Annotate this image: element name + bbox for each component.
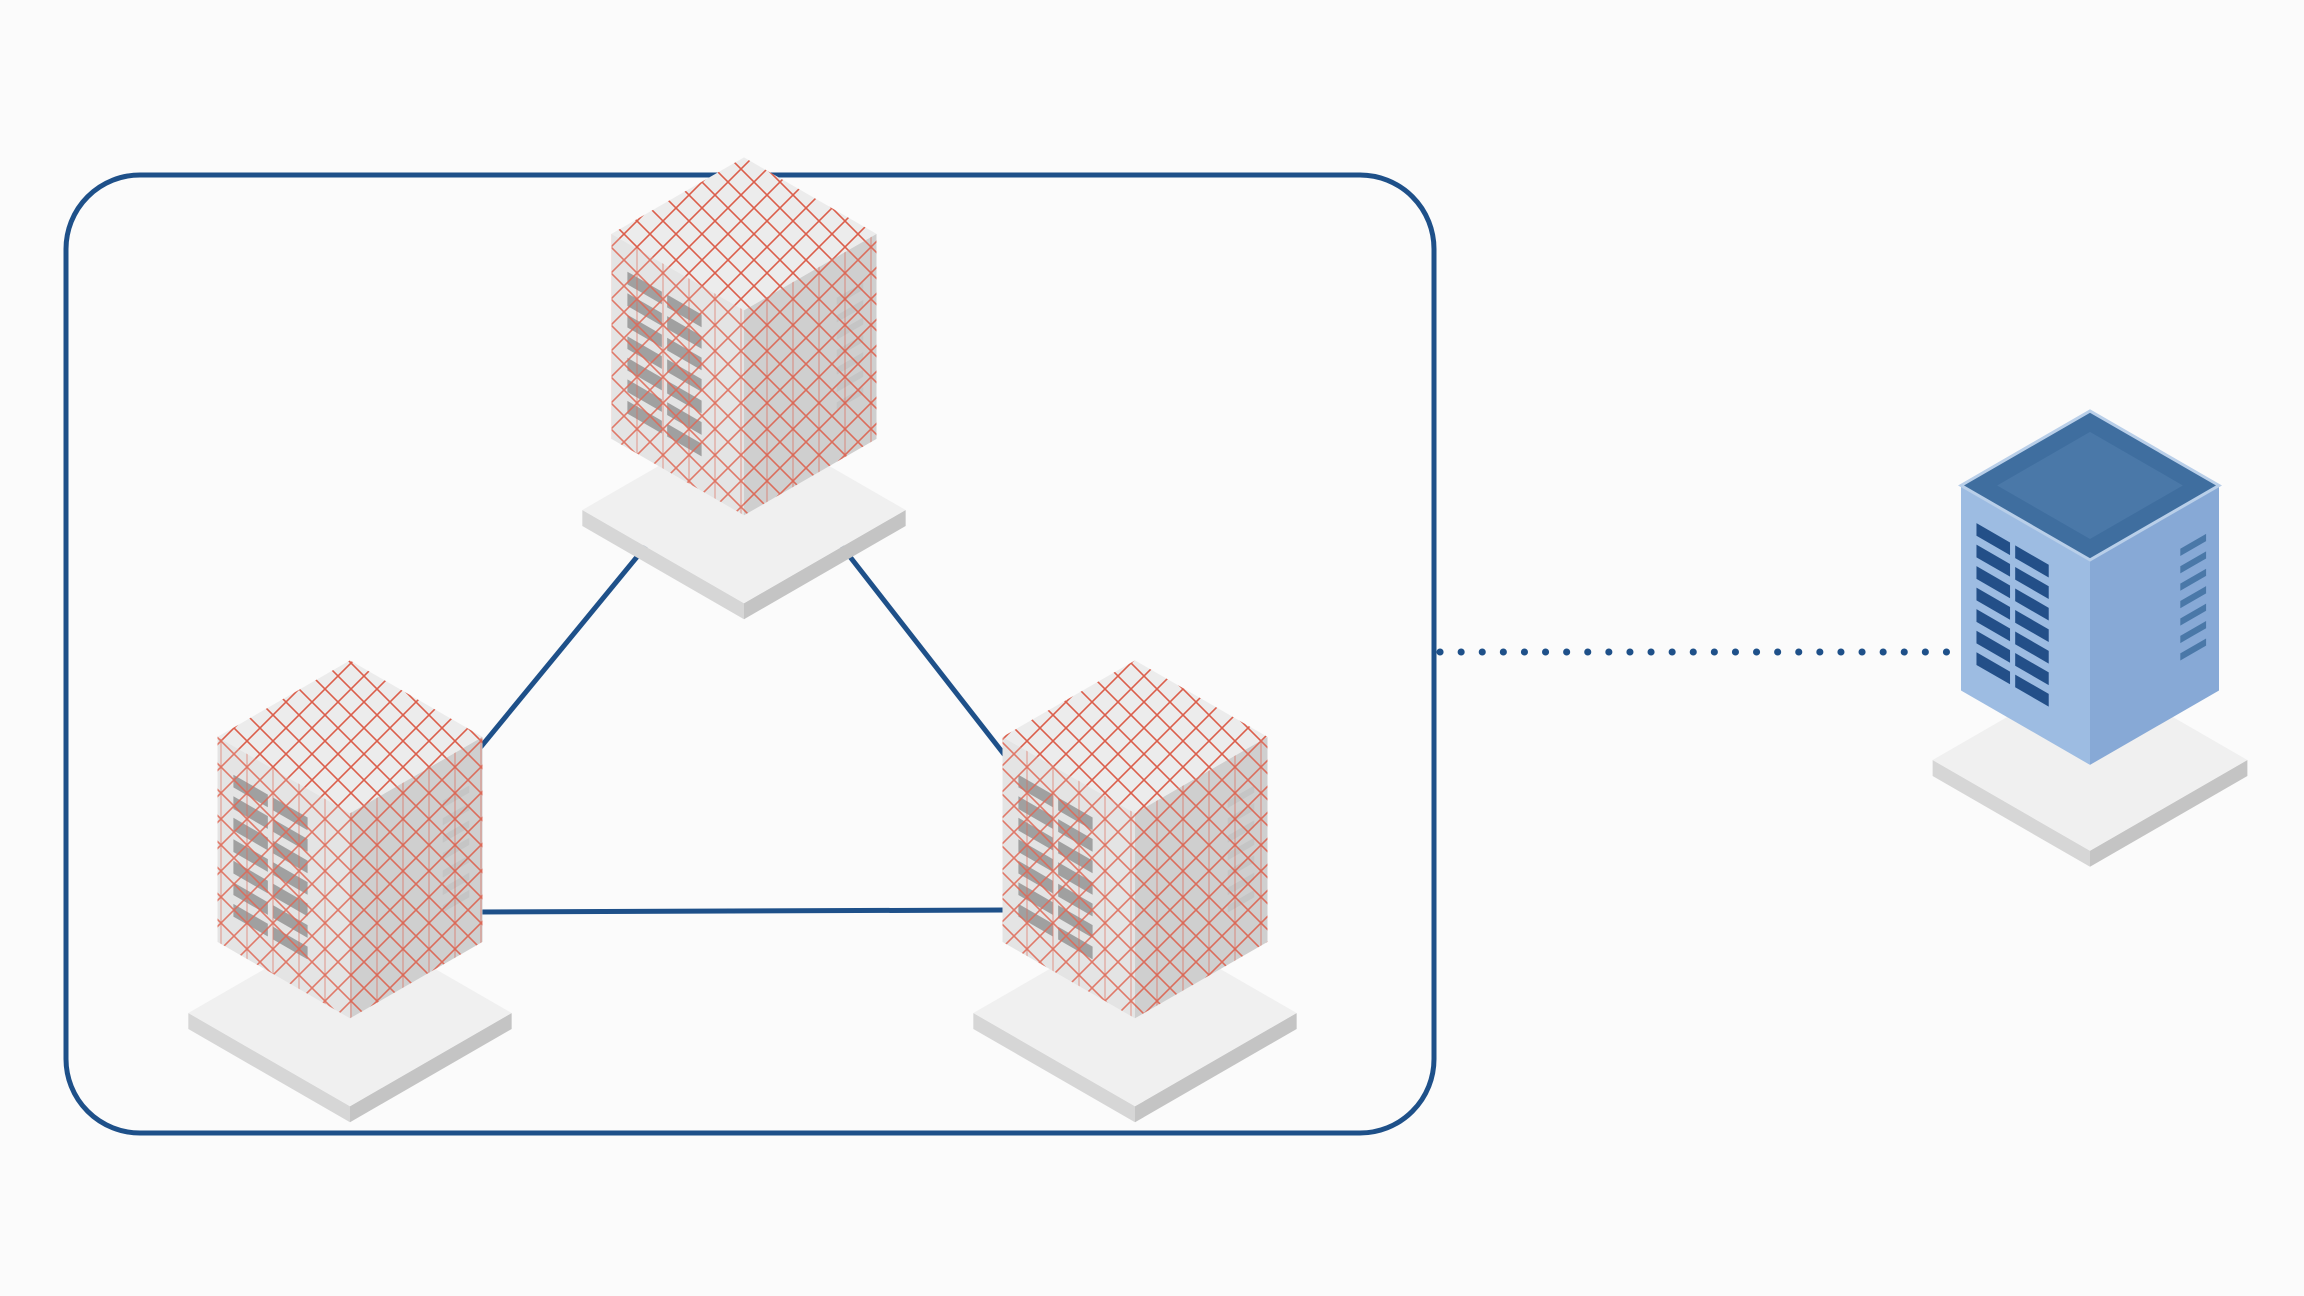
server-right[interactable] xyxy=(973,660,1297,1123)
window xyxy=(1976,587,2011,620)
building-right-face xyxy=(2090,485,2219,765)
hatch-left-vertical xyxy=(611,233,744,516)
window xyxy=(1976,523,2011,556)
vent xyxy=(2180,638,2207,661)
window xyxy=(1976,609,2011,642)
hatch-right-vertical xyxy=(1135,736,1268,1019)
roof-rim xyxy=(1957,409,2223,562)
wash-right xyxy=(350,736,483,1019)
server-left[interactable] xyxy=(188,660,512,1123)
hatch-right-vertical xyxy=(350,736,483,1019)
vent xyxy=(2180,621,2207,644)
window xyxy=(2015,588,2049,621)
base-right-side xyxy=(2090,760,2248,867)
base-right-side xyxy=(350,1013,512,1123)
server-external[interactable] xyxy=(1932,409,2248,867)
window xyxy=(1976,630,2011,663)
wash-right xyxy=(744,233,877,516)
building-roof xyxy=(1997,431,2183,540)
window xyxy=(2015,545,2049,578)
hatch-right-vertical xyxy=(744,233,877,516)
hatch-left-vertical xyxy=(1002,736,1135,1019)
window xyxy=(2015,631,2049,664)
wash-left xyxy=(1002,736,1135,1019)
vent xyxy=(2180,551,2207,574)
base-left-side xyxy=(973,1013,1135,1123)
hatch-top xyxy=(611,157,877,311)
base-left-side xyxy=(188,1013,350,1123)
link-top-right xyxy=(831,533,1030,787)
window xyxy=(1976,652,2011,685)
base-right-side xyxy=(744,510,906,620)
vent xyxy=(2180,533,2207,556)
base-left-side xyxy=(582,510,744,620)
window xyxy=(2015,566,2049,600)
wash-left xyxy=(217,736,350,1019)
window xyxy=(2015,653,2049,686)
vent xyxy=(2180,586,2207,609)
window xyxy=(2015,674,2049,707)
window xyxy=(2015,609,2049,643)
wash-left xyxy=(611,233,744,516)
base-right-side xyxy=(1135,1013,1297,1123)
window xyxy=(1976,544,2011,577)
window xyxy=(1976,566,2011,599)
wash-right xyxy=(1135,736,1268,1019)
hatch-left-vertical xyxy=(217,736,350,1019)
cluster-links xyxy=(450,533,1030,915)
link-left-right xyxy=(477,907,1006,915)
vent xyxy=(2180,603,2207,626)
link-top-left xyxy=(450,533,657,784)
server-top[interactable] xyxy=(582,157,906,620)
base-left-side xyxy=(1932,760,2090,867)
vent xyxy=(2180,568,2207,591)
